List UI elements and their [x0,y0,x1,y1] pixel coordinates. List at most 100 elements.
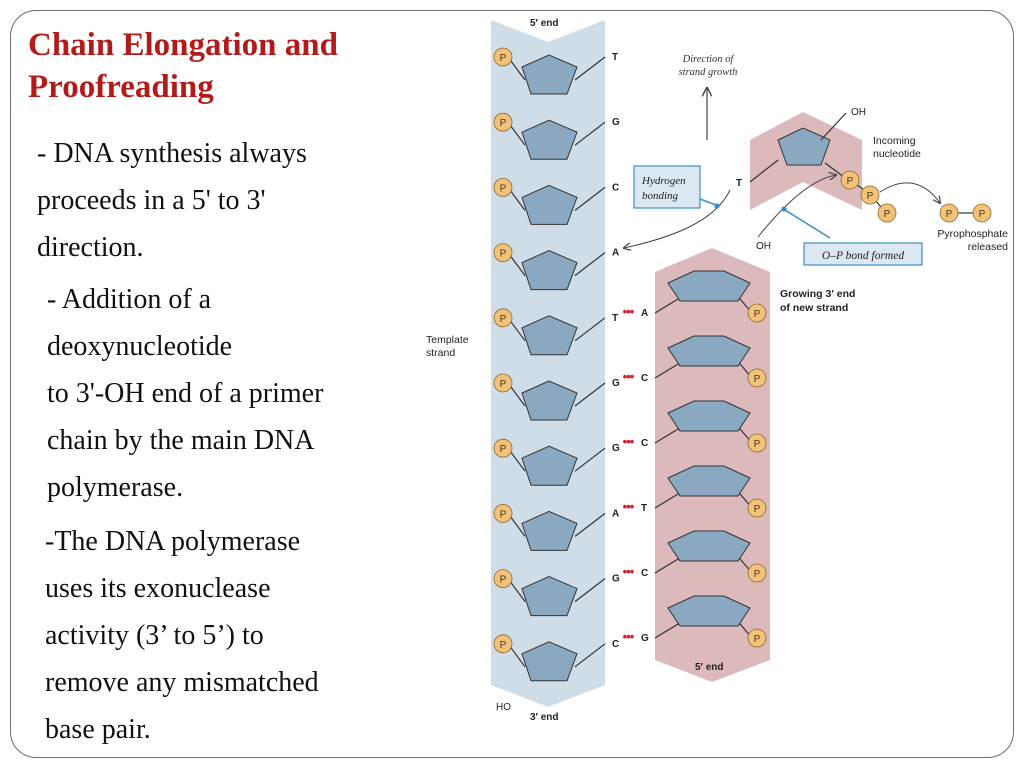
base-bond [574,578,606,603]
base-bond [574,121,606,146]
phosphate-circle [493,308,513,328]
op-bond-box [803,242,923,266]
template-5prime-label: 5′ end [530,18,559,29]
phosphate-label: P [754,374,761,385]
phosphate-label: P [500,53,507,64]
text-line: remove any mismatched [45,667,319,698]
hydrogen-bond-dots: ••• [623,629,635,644]
text-line: chain by the main DNA [47,425,315,456]
phosphate-circle [493,47,513,67]
sugar-pentagon [667,530,751,562]
paired-base-label: A [641,308,648,319]
text-line: - Addition of a [47,284,212,315]
phosphate-label: P [754,634,761,645]
phosphate-label: P [847,176,854,187]
slide-frame [10,10,1014,758]
op-bond-label: O–P bond formed [822,250,904,262]
sugar-pentagon [521,54,578,95]
text-line: activity (3’ to 5’) to [45,620,264,651]
phosphate-circle [493,243,513,263]
text-line: polymerase. [47,472,184,503]
paired-base-label: G [641,633,649,644]
incoming-oh-label: OH [851,107,866,118]
ho-label: HO [496,702,511,713]
sugar-pentagon [667,465,751,497]
phosphate-circle [493,569,513,588]
sugar-pentagon [667,595,751,627]
incoming-phosphate-2 [860,185,880,205]
phosphate-circle [493,112,513,132]
sugar-pentagon [521,184,578,225]
base-bond [574,382,606,407]
sugar-pentagon [521,119,578,160]
phosphate-circle [493,177,513,197]
text-line: direction. [37,232,144,263]
phosphate-label: P [500,314,507,325]
hydrogen-bonding-box [633,165,701,209]
text-line: deoxynucleotide [47,331,233,362]
base-bond [574,447,606,472]
text-line: proceeds in a 5' to 3' [37,185,266,216]
phosphate-label: P [500,183,507,194]
template-strand-line-2: strand [426,347,455,359]
base-bond [574,56,606,81]
base-bond [574,252,606,277]
template-3prime-label: 3′ end [530,712,559,723]
phosphate-label: P [500,640,507,651]
sugar-pentagon [521,250,578,291]
sugar-pentagon [521,380,578,421]
sugar-pentagon [521,510,578,551]
sugar-pentagon [667,270,751,302]
template-base-label: T [612,313,618,324]
template-base-label: A [612,248,619,259]
paragraph-synthesis-direction: - DNA synthesis always proceeds in a 5' … [37,130,397,271]
phosphate-circle [747,368,767,388]
incoming-base-label: T [736,178,742,189]
template-base-label: G [612,443,620,454]
phosphate-circle [493,373,513,393]
template-base-label: G [612,117,620,128]
hydrogen-bond-dots: ••• [623,304,635,319]
text-line: -The DNA polymerase [45,526,301,557]
text-line: - DNA synthesis always [37,138,307,169]
sugar-pentagon [521,576,578,617]
slide-title: Chain Elongation and Proofreading [28,24,428,108]
template-base-label: C [612,182,619,193]
sugar-pentagon [521,641,578,682]
pyrophosphate-label-line-2: released [968,241,1008,253]
pyrophosphate-phosphate-1 [939,203,959,223]
text-line: to 3'-OH end of a primer [47,378,324,409]
phosphate-label: P [754,309,761,320]
pyrophosphate-label-line-1: Pyrophosphate [937,228,1008,240]
growing-end-line-2: of new strand [780,302,848,314]
paired-base-label: C [641,373,648,384]
hydrogen-bond-dots: ••• [623,434,635,449]
paired-base-label: C [641,568,648,579]
template-strand-line-1: Template [426,334,469,346]
phosphate-label: P [500,118,507,129]
phosphate-label: P [500,444,507,455]
pyrophosphate-phosphate-2 [972,203,992,223]
phosphate-circle [747,433,767,453]
incoming-sugar [777,127,831,166]
phosphate-label: P [500,575,507,586]
phosphate-circle [747,628,767,648]
incoming-label-line-1: Incoming [873,135,916,147]
growing-end-line-1: Growing 3′ end [780,288,855,300]
incoming-label-line-2: nucleotide [873,148,921,160]
hydrogen-bond-dots: ••• [623,564,635,579]
sugar-pentagon [667,335,751,367]
hydrogen-bond-dots: ••• [623,369,635,384]
title-line-1: Chain Elongation and [28,27,338,63]
hydrogen-bond-dots: ••• [623,499,635,514]
paired-base-label: T [641,503,647,514]
phosphate-circle [493,438,513,458]
direction-label-line-1: Direction of [682,54,736,65]
text-line: uses its exonuclease [45,573,271,604]
template-base-label: A [612,508,619,519]
title-line-2: Proofreading [28,69,214,105]
base-bond [574,317,606,342]
incoming-phosphate-1 [840,170,860,190]
paired-base-label: C [641,438,648,449]
phosphate-label: P [867,191,874,202]
